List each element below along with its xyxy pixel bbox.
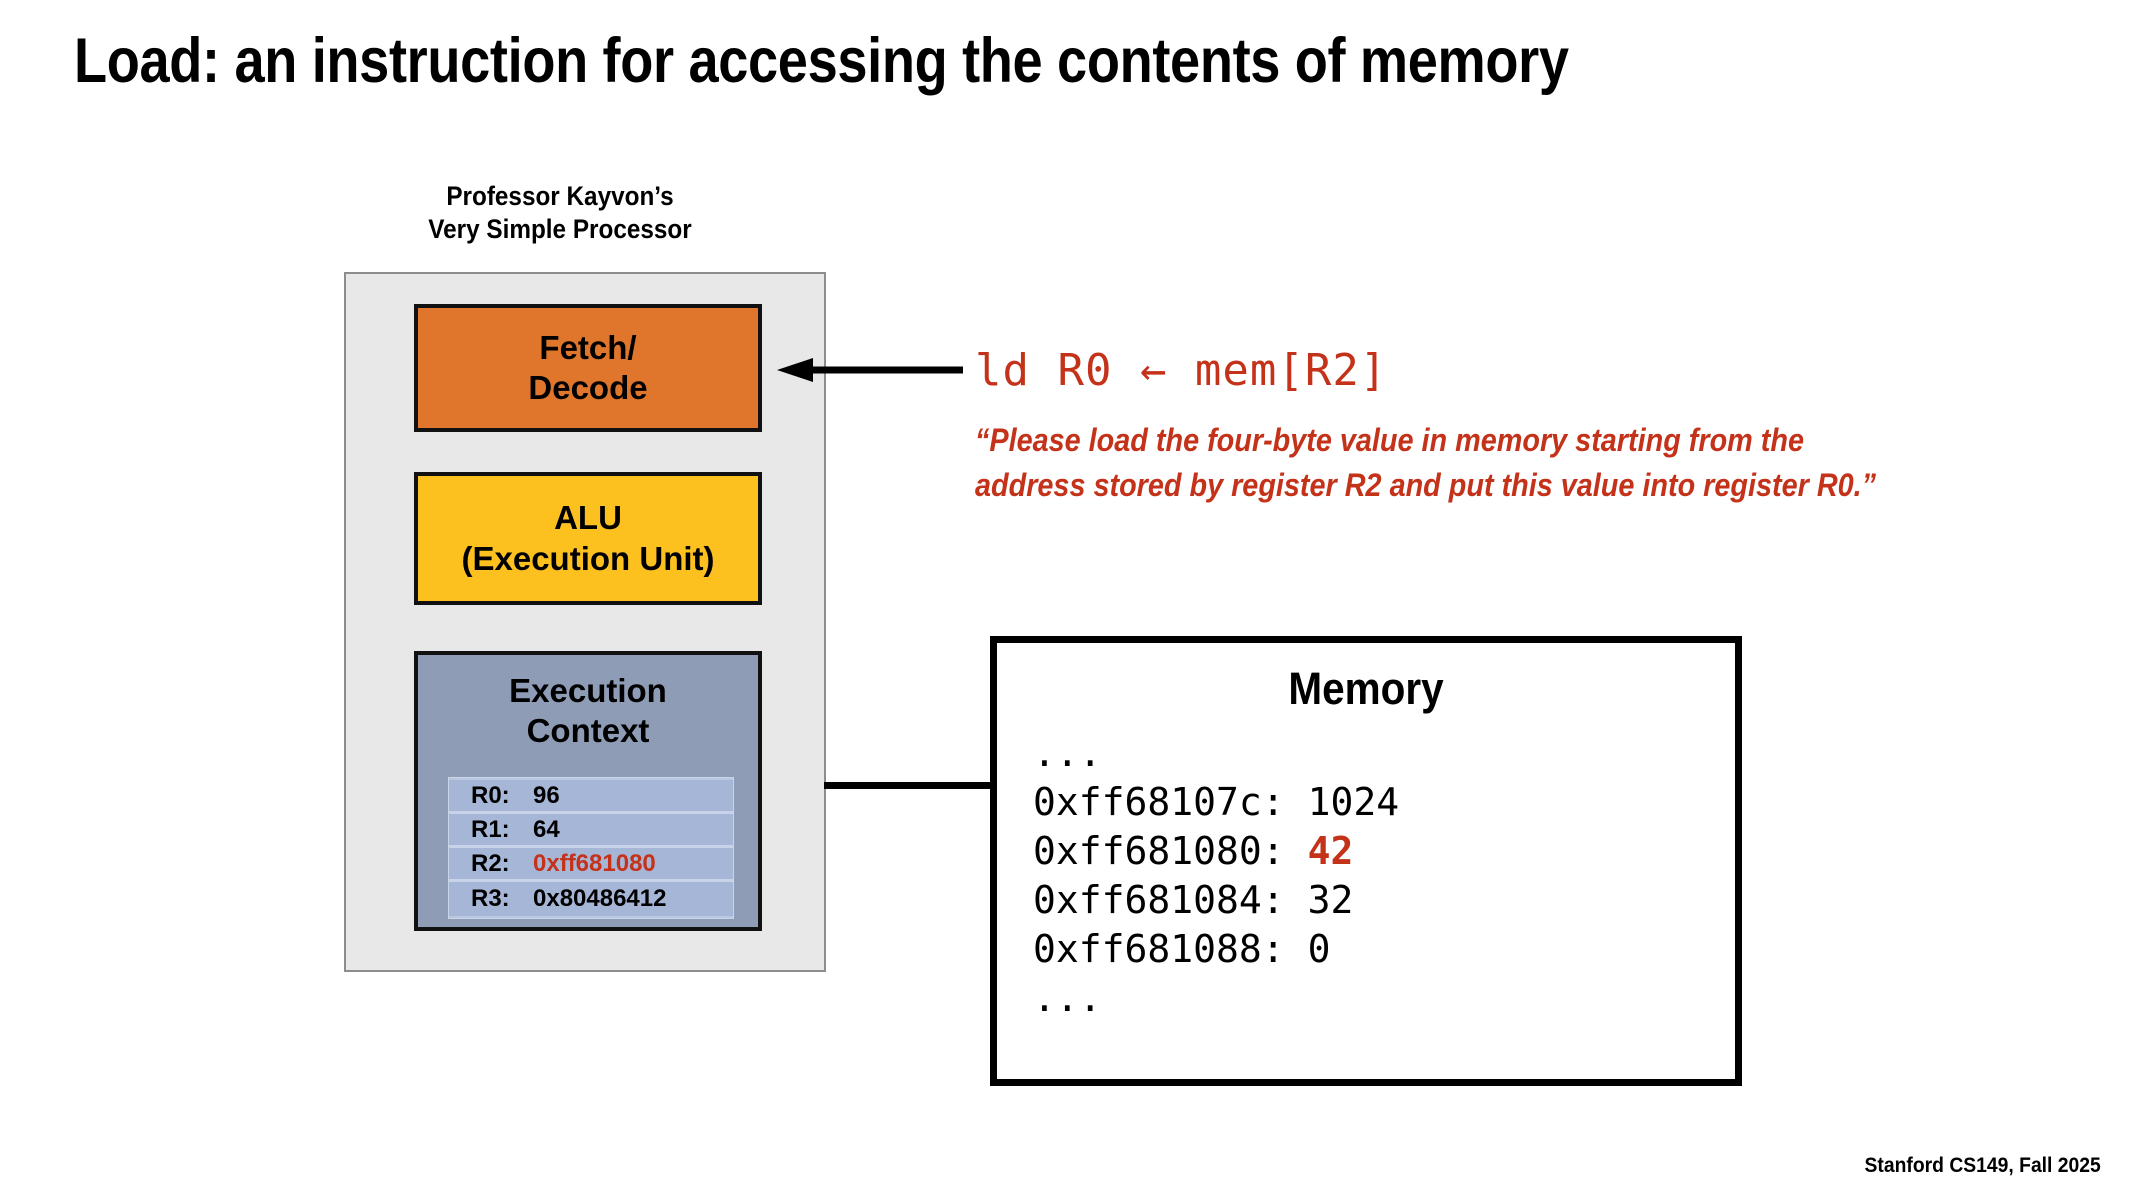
instruction-description: “Please load the four-byte value in memo… bbox=[975, 418, 1938, 509]
register-value: 0xff681080 bbox=[533, 849, 656, 877]
execution-context-label-line-1: Execution bbox=[509, 672, 667, 709]
alu-unit: ALU (Execution Unit) bbox=[414, 472, 762, 605]
register-name: R0: bbox=[471, 781, 510, 809]
memory-row: 0xff681088: 0 bbox=[1033, 925, 1735, 974]
execution-context-label-line-2: Context bbox=[526, 712, 650, 750]
processor-caption: Professor Kayvon’s Very Simple Processor bbox=[371, 180, 749, 247]
register-value: 64 bbox=[533, 815, 560, 843]
register-row: R1: 64 bbox=[449, 814, 733, 848]
register-name: R1: bbox=[471, 815, 510, 843]
register-name: R2: bbox=[471, 849, 510, 877]
alu-label-line-1: ALU bbox=[554, 499, 622, 537]
memory-address: ... bbox=[1033, 731, 1102, 775]
memory-value: 0 bbox=[1307, 927, 1331, 972]
fetch-decode-label-line-2: Decode bbox=[528, 369, 648, 406]
memory-address: 0xff681084: bbox=[1033, 878, 1285, 923]
instruction-arrow-icon bbox=[777, 358, 963, 382]
register-row: R3: 0x80486412 bbox=[449, 882, 733, 916]
memory-value: 1024 bbox=[1307, 780, 1400, 825]
memory-row: 0xff681080: 42 bbox=[1033, 827, 1735, 876]
register-value: 96 bbox=[533, 781, 560, 809]
instruction-code: ld R0 ← mem[R2] bbox=[975, 345, 1388, 396]
register-name: R3: bbox=[471, 885, 510, 913]
memory-row: ... bbox=[1033, 974, 1735, 1023]
memory-address: 0xff681088: bbox=[1033, 927, 1285, 972]
processor-caption-line-2: Very Simple Processor bbox=[428, 214, 692, 245]
memory-row-spacer bbox=[1285, 927, 1308, 971]
register-value: 0x80486412 bbox=[533, 885, 667, 913]
memory-row-spacer bbox=[1285, 878, 1308, 922]
memory-value: 32 bbox=[1307, 878, 1354, 923]
memory-address: 0xff681080: bbox=[1033, 829, 1285, 874]
processor-caption-line-1: Professor Kayvon’s bbox=[446, 181, 674, 211]
memory-row-spacer bbox=[1285, 829, 1308, 873]
register-row: R0: 96 bbox=[449, 780, 733, 814]
memory-address: 0xff68107c: bbox=[1033, 780, 1285, 825]
fetch-decode-label-line-1: Fetch/ bbox=[539, 328, 637, 366]
fetch-decode-unit: Fetch/ Decode bbox=[414, 304, 762, 432]
register-row: R2: 0xff681080 bbox=[449, 848, 733, 882]
instruction-description-line-2: address stored by register R2 and put th… bbox=[975, 467, 1877, 504]
memory-row: ... bbox=[1033, 729, 1735, 778]
memory-row: 0xff68107c: 1024 bbox=[1033, 778, 1735, 827]
memory-row: 0xff681084: 32 bbox=[1033, 876, 1735, 925]
memory-address: ... bbox=[1033, 976, 1102, 1021]
processor-container: Fetch/ Decode ALU (Execution Unit) Execu… bbox=[344, 272, 826, 972]
slide-footer: Stanford CS149, Fall 2025 bbox=[1864, 1154, 2101, 1177]
instruction-description-line-1: “Please load the four-byte value in memo… bbox=[975, 422, 1804, 458]
memory-connector-line bbox=[824, 782, 994, 789]
alu-label-line-2: (Execution Unit) bbox=[461, 539, 715, 577]
memory-row-spacer bbox=[1285, 780, 1308, 824]
memory-value: 42 bbox=[1307, 829, 1354, 874]
page-title: Load: an instruction for accessing the c… bbox=[74, 26, 1569, 96]
memory-title: Memory bbox=[1288, 663, 1444, 714]
